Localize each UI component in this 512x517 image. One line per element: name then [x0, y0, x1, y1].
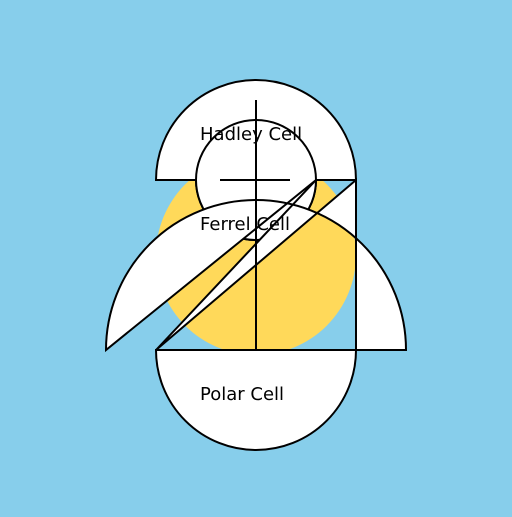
polar-cell-shape [154, 349, 358, 451]
ferrel-cell-label: Ferrel Cell [200, 214, 290, 235]
hadley-cell-label: Hadley Cell [200, 124, 302, 145]
polar-cell-label: Polar Cell [200, 384, 284, 405]
